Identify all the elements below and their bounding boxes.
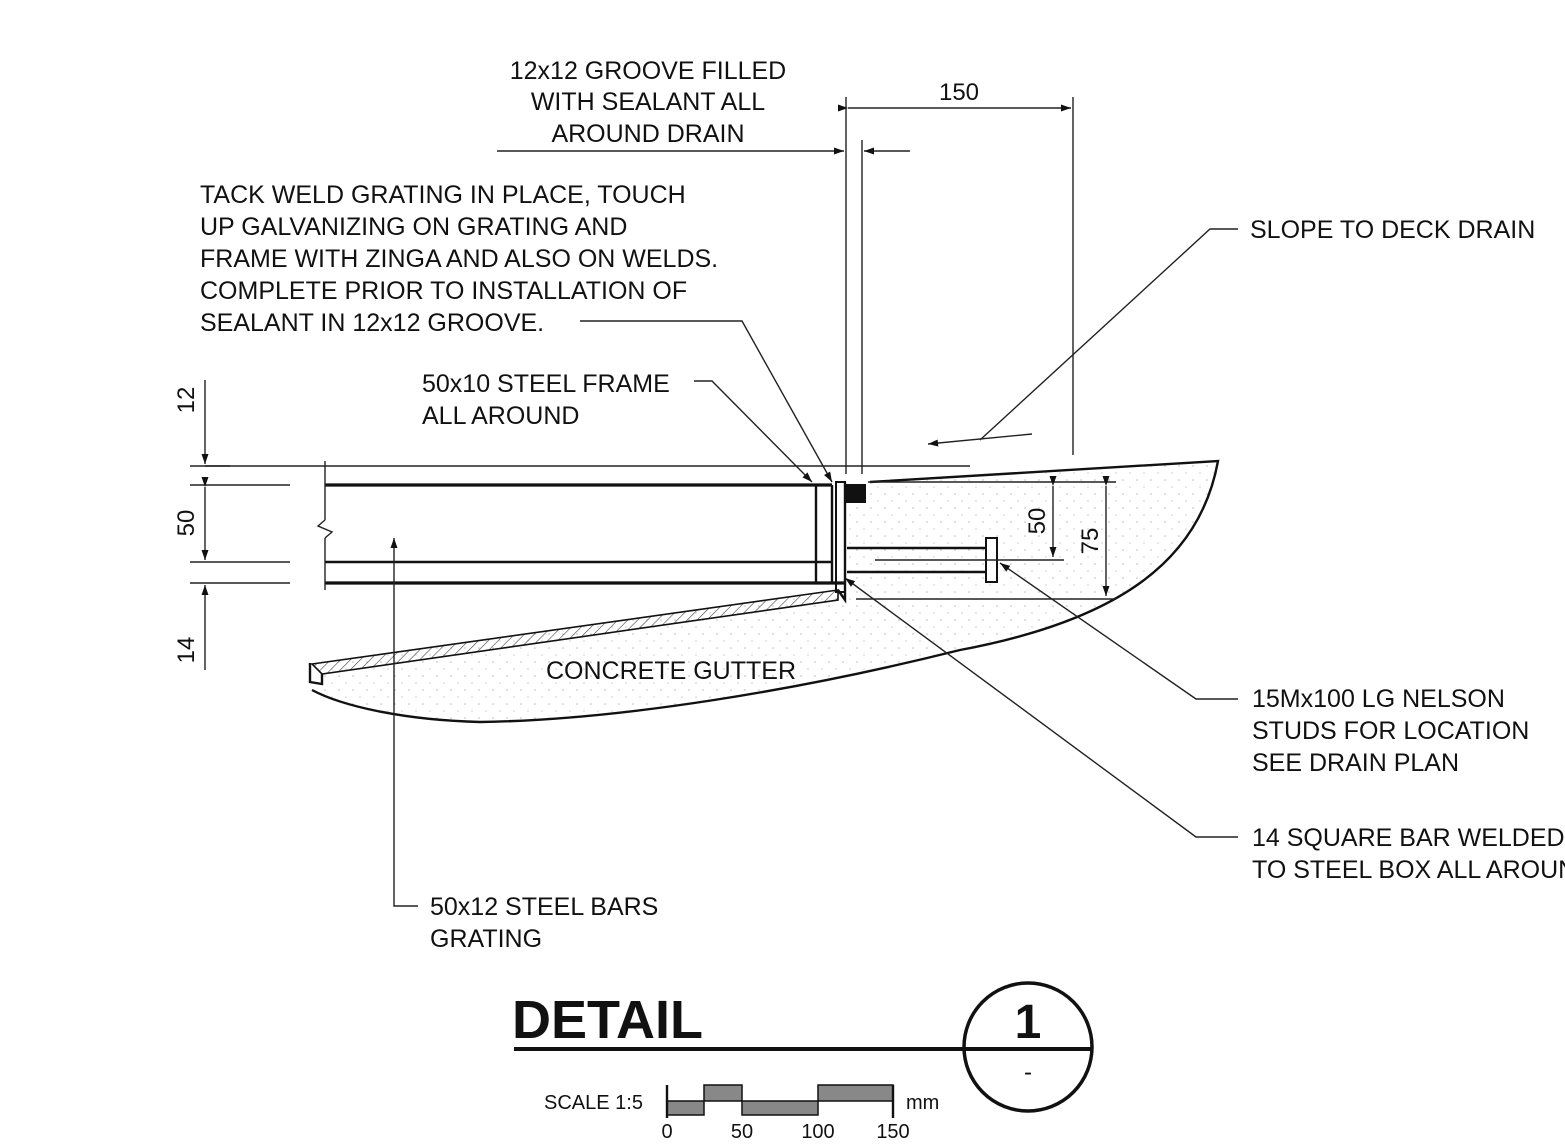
leader-square-bar	[844, 577, 1238, 838]
scale-tick-100: 100	[801, 1121, 834, 1143]
slope-arrow	[927, 228, 1238, 447]
svg-text:ALL AROUND: ALL AROUND	[422, 402, 579, 430]
svg-text:50x12 STEEL BARS: 50x12 STEEL BARS	[430, 893, 658, 921]
dimension-text-14: 14	[173, 637, 200, 664]
svg-text:50x10 STEEL FRAME: 50x10 STEEL FRAME	[422, 370, 670, 398]
scale-tick-150: 150	[876, 1121, 909, 1143]
svg-text:12x12 GROOVE FILLED: 12x12 GROOVE FILLED	[510, 57, 787, 85]
detail-title: DETAIL	[512, 990, 703, 1050]
dimension-text-150: 150	[939, 79, 979, 106]
svg-text:FRAME WITH ZINGA AND ALSO ON W: FRAME WITH ZINGA AND ALSO ON WELDS.	[200, 245, 718, 273]
svg-text:COMPLETE PRIOR TO INSTALLATION: COMPLETE PRIOR TO INSTALLATION OF	[200, 277, 687, 305]
leader-tack-weld	[580, 320, 833, 483]
note-slope: SLOPE TO DECK DRAIN	[1250, 216, 1535, 244]
note-steel-frame: 50x10 STEEL FRAME ALL AROUND	[422, 370, 670, 430]
dimension-150: 150	[838, 79, 1074, 474]
sheet-reference: -	[1024, 1059, 1032, 1086]
note-tack-weld: TACK WELD GRATING IN PLACE, TOUCH UP GAL…	[200, 181, 718, 337]
svg-text:TO STEEL BOX ALL AROUND: TO STEEL BOX ALL AROUND	[1252, 856, 1565, 884]
note-concrete-gutter: CONCRETE GUTTER	[546, 657, 796, 685]
detail-number: 1	[1015, 996, 1042, 1049]
detail-bubble	[962, 981, 1094, 1113]
scale-unit: mm	[906, 1092, 939, 1114]
dimension-text-75: 75	[1077, 528, 1104, 555]
leader-steel-bars	[390, 538, 418, 907]
note-groove: 12x12 GROOVE FILLED WITH SEALANT ALL ARO…	[510, 57, 787, 148]
svg-text:UP GALVANIZING ON GRATING AND: UP GALVANIZING ON GRATING AND	[200, 213, 627, 241]
note-square-bar: 14 SQUARE BAR WELDED TO STEEL BOX ALL AR…	[1252, 824, 1565, 884]
svg-text:SEE DRAIN PLAN: SEE DRAIN PLAN	[1252, 749, 1459, 777]
svg-text:STUDS FOR LOCATION: STUDS FOR LOCATION	[1252, 717, 1529, 745]
concrete-gutter	[311, 459, 1220, 724]
svg-text:AROUND DRAIN: AROUND DRAIN	[551, 120, 744, 148]
sealant-groove	[846, 484, 866, 503]
steel-frame	[835, 481, 846, 593]
dimension-text-50-right: 50	[1024, 508, 1051, 535]
svg-text:SEALANT IN 12x12 GROOVE.: SEALANT IN 12x12 GROOVE.	[200, 309, 544, 337]
svg-text:TACK WELD GRATING IN PLACE, TO: TACK WELD GRATING IN PLACE, TOUCH	[200, 181, 686, 209]
svg-text:GRATING: GRATING	[430, 925, 542, 953]
note-nelson-studs: 15Mx100 LG NELSON STUDS FOR LOCATION SEE…	[1252, 685, 1529, 777]
scale-tick-50: 50	[731, 1121, 753, 1143]
scale-tick-0: 0	[661, 1121, 672, 1143]
right-dimension-stack: 50 75	[856, 476, 1116, 600]
scale-label: SCALE 1:5	[544, 1092, 643, 1114]
leader-nelson-studs	[999, 562, 1238, 700]
note-steel-bars: 50x12 STEEL BARS GRATING	[430, 893, 658, 953]
svg-text:14 SQUARE BAR WELDED: 14 SQUARE BAR WELDED	[1252, 824, 1565, 852]
leader-steel-frame	[694, 380, 813, 483]
dimension-text-50: 50	[173, 510, 200, 537]
title-block: DETAIL 1 -	[512, 981, 1094, 1113]
dimension-groove	[497, 140, 910, 474]
left-dimension-stack: 12 50 14	[173, 380, 290, 670]
scale-bar: SCALE 1:5 mm 0 50 100 150	[544, 1084, 939, 1143]
svg-text:15Mx100 LG NELSON: 15Mx100 LG NELSON	[1252, 685, 1505, 713]
grating	[316, 461, 845, 590]
svg-text:WITH SEALANT ALL: WITH SEALANT ALL	[531, 88, 765, 116]
dimension-text-12: 12	[173, 387, 200, 414]
